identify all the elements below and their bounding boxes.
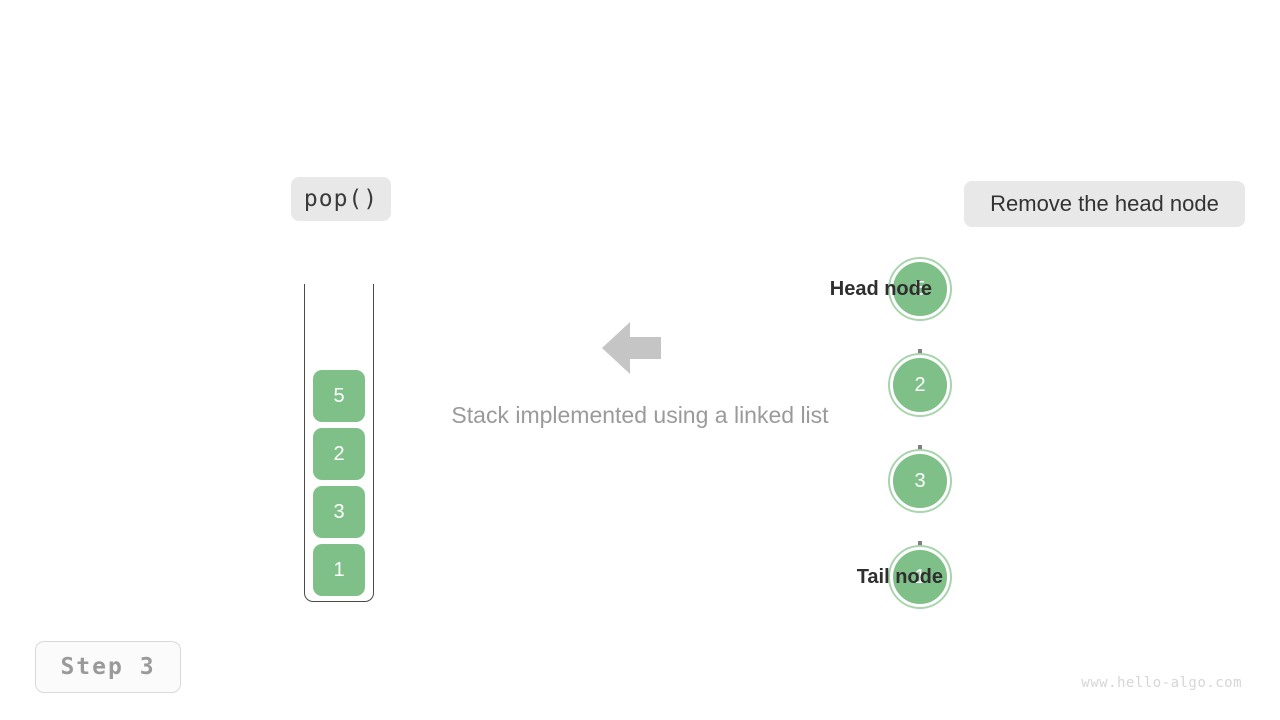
operation-badge: pop() [291,177,391,221]
head-node-label-text: Head node [829,278,932,300]
step-badge: Step 3 [35,641,181,693]
caption-text: Stack implemented using a linked list [451,402,829,428]
node-value: 5 [914,277,926,300]
tail-node-label: Tail node [857,566,943,589]
left-arrow-svg [602,322,661,374]
stack-cell: 3 [313,486,365,538]
stack-visualization: 5 2 3 1 [304,284,374,602]
node-value: 2 [914,373,926,396]
linked-list-visualization: 5 2 3 1 [860,250,980,620]
linked-list-node-tail: 1 [888,545,952,609]
stack-cell: 2 [313,428,365,480]
stack-cell-value: 2 [333,442,345,465]
stack-cell-value: 1 [333,558,345,581]
operation-label: pop() [303,186,379,212]
stack-cell: 1 [313,544,365,596]
action-description-label: Remove the head node [990,191,1219,216]
stack-cell: 5 [313,370,365,422]
head-node-label: Head node [830,278,932,301]
stack-cell-value: 3 [333,500,345,523]
linked-list-node-head: 5 [888,257,952,321]
node-value: 3 [914,469,926,492]
step-label: Step 3 [60,654,156,680]
watermark-text: www.hello-algo.com [1081,675,1242,691]
left-arrow-icon [602,320,662,376]
stack-cell-value: 5 [333,384,345,407]
linked-list-node: 3 [888,449,952,513]
watermark: www.hello-algo.com [1081,675,1242,691]
action-description-badge: Remove the head node [964,181,1245,227]
diagram-caption: Stack implemented using a linked list [0,402,1280,429]
tail-node-label-text: Tail node [856,566,943,588]
linked-list-node: 2 [888,353,952,417]
stack-cell-list: 5 2 3 1 [304,370,374,596]
node-value: 1 [914,565,926,588]
stack-container-outline [304,284,374,602]
